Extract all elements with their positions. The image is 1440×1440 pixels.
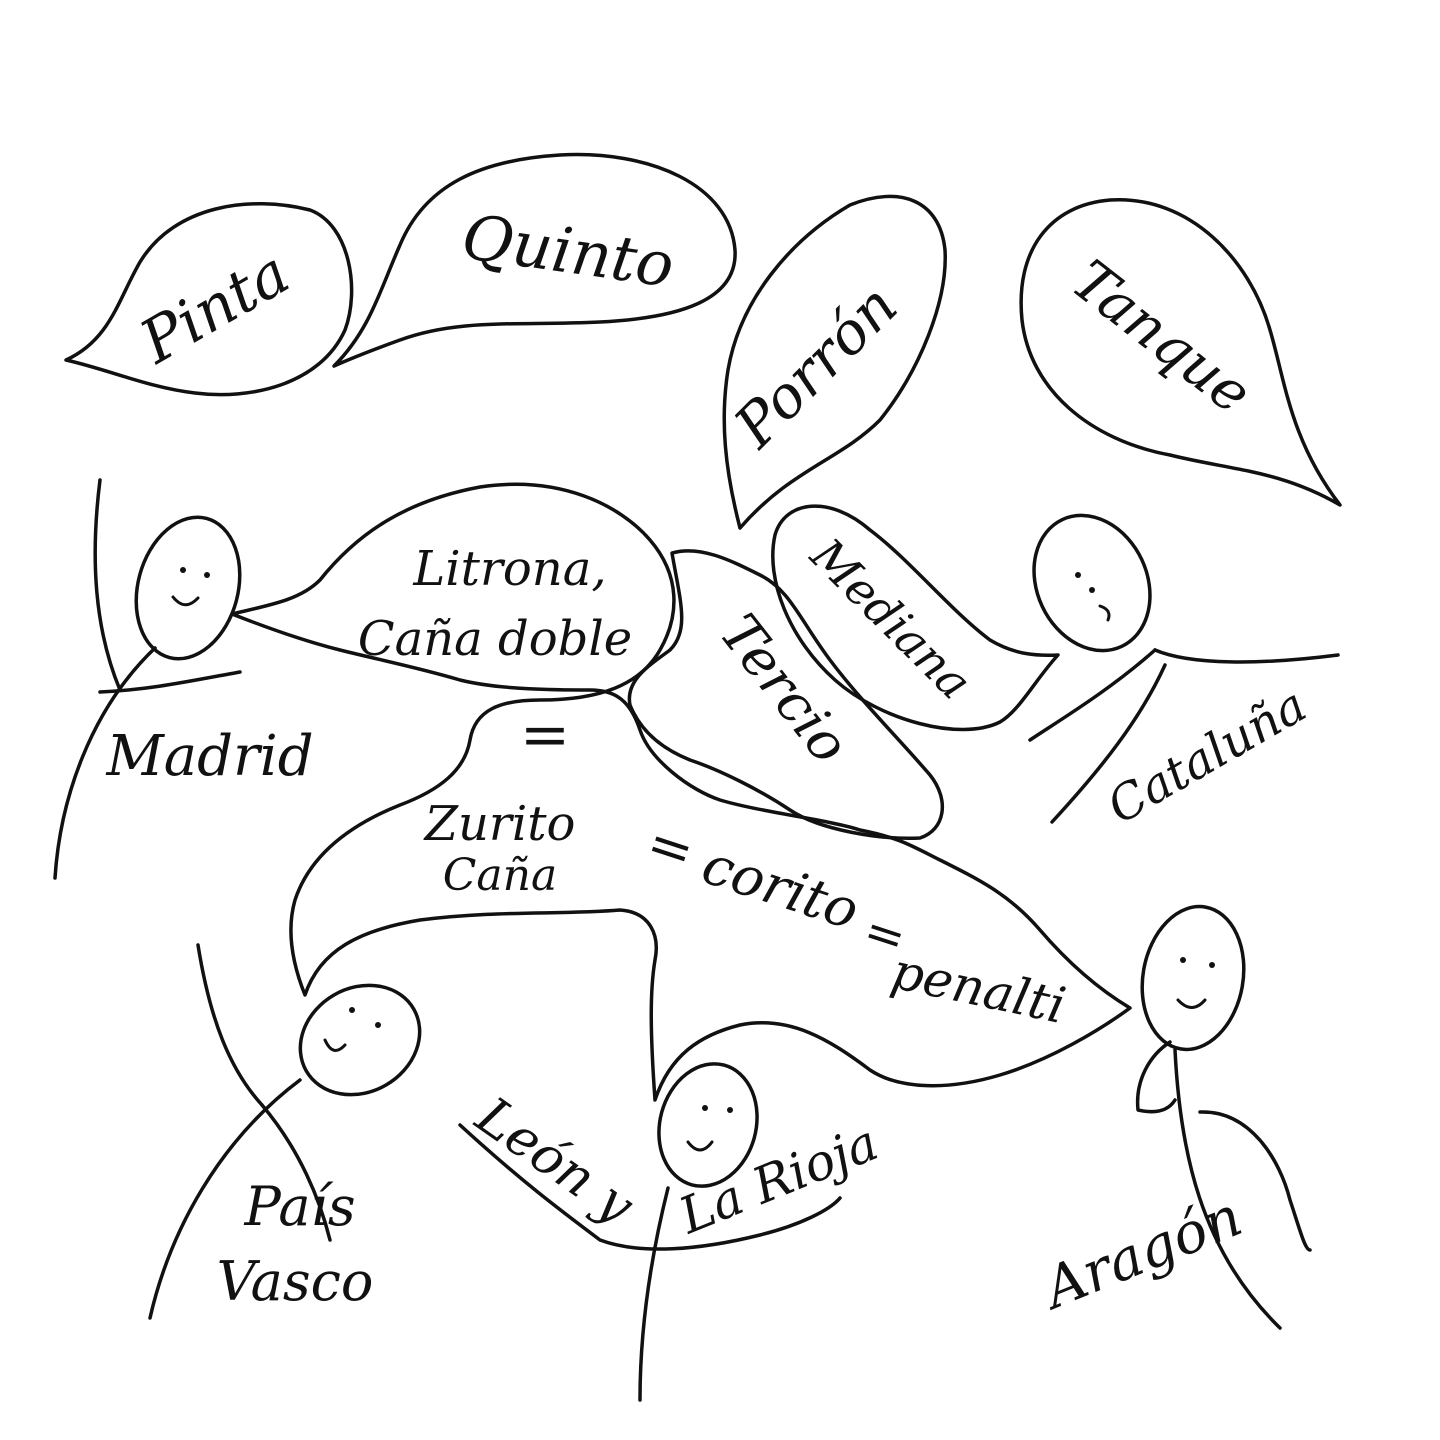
central-cana: Caña <box>443 850 557 901</box>
quinto-bubble <box>332 152 737 368</box>
tercio-label: Tercio <box>708 602 862 774</box>
madrid-label: Madrid <box>105 724 313 789</box>
madrid-figure <box>53 478 242 880</box>
pais-vasco-figure <box>148 943 422 1320</box>
aragon-figure <box>1135 904 1312 1330</box>
mediana-label: Mediana <box>800 527 982 709</box>
central-penalti: penalti <box>887 942 1071 1035</box>
porron-label: Porrón <box>721 271 911 461</box>
pinta-label: Pinta <box>128 238 301 378</box>
pinta-bubble <box>64 202 354 397</box>
mediana-bubble <box>771 504 1060 732</box>
porron-bubble <box>722 194 947 530</box>
aragon-label: Aragón <box>1031 1184 1251 1323</box>
central-corito: corito <box>695 833 867 942</box>
quinto-label: Quinto <box>458 200 679 302</box>
cataluna-figure <box>1028 513 1340 824</box>
vasco-label: Vasco <box>217 1250 374 1313</box>
leon-rioja-figure <box>458 1062 842 1402</box>
central-line2: Caña doble <box>358 611 632 667</box>
central-bubble <box>230 482 1132 1102</box>
tanque-bubble <box>1019 198 1342 507</box>
pais-label: País <box>243 1175 355 1238</box>
cataluna-label: Cataluña <box>1098 677 1316 835</box>
central-line1: Litrona, <box>412 541 606 597</box>
leon-y-label: León y <box>465 1085 645 1236</box>
central-zurito: Zurito <box>423 796 576 852</box>
central-equals1: = <box>520 700 570 770</box>
tanque-label: Tanque <box>1060 248 1264 427</box>
central-equals2: = <box>639 810 702 884</box>
la-rioja-label: La Rioja <box>670 1113 885 1245</box>
